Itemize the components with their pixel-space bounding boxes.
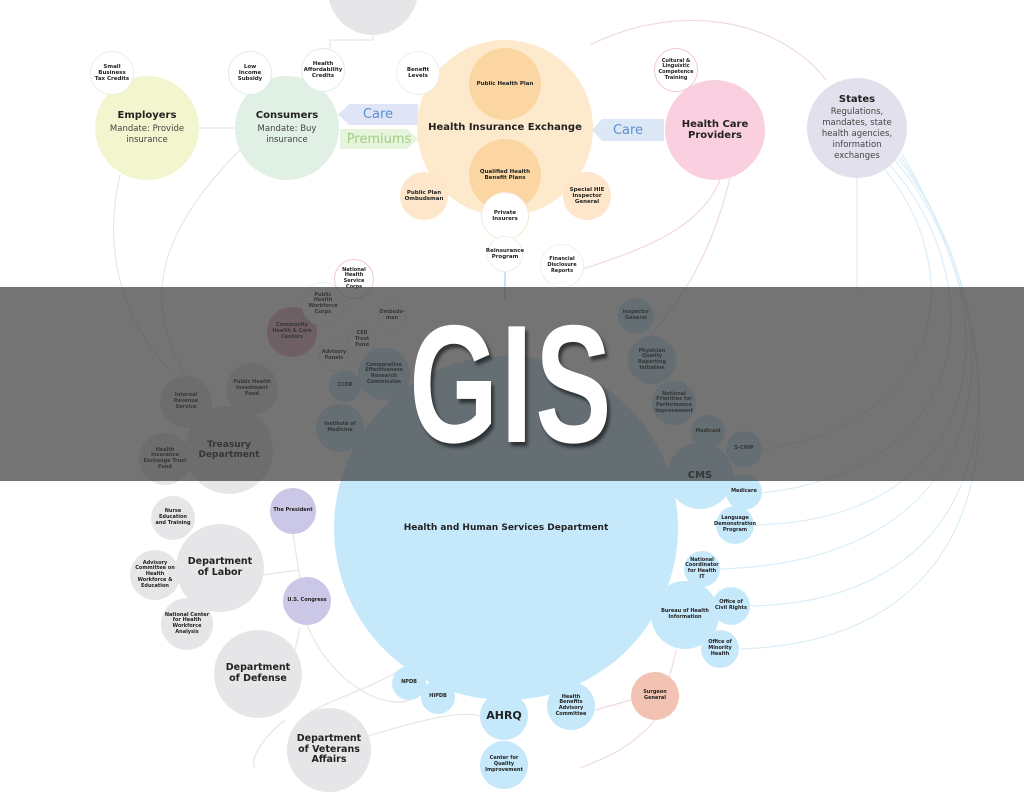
node-label: Nurse Education and Training <box>155 508 191 526</box>
node-label: Department of Veterans Affairs <box>296 732 362 766</box>
premiums-label: Premiums <box>346 131 412 147</box>
node-the-president: The President <box>270 488 316 534</box>
node-label: Office of Minority Health <box>708 639 732 657</box>
node-label: Center for Quality Improvement <box>485 755 523 773</box>
node-sublabel: Mandate: Buy insurance <box>257 123 317 145</box>
node-nurse-education-training: Nurse Education and Training <box>151 496 195 540</box>
node-office-of-civil-rights: Office of Civil Rights <box>712 587 750 625</box>
node-public-plan-ombudsman: Public Plan Ombudsman <box>400 172 448 220</box>
node-label: Health Insurance Exchange <box>428 122 582 134</box>
node-label: National Center for Health Workforce Ana… <box>164 611 210 635</box>
node-label: National Coordinator for Health IT <box>685 556 719 580</box>
slide-title: GIS <box>0 287 1024 481</box>
node-ahrq: AHRQ <box>480 692 528 740</box>
node-label: Special HIE Inspector General <box>569 186 605 206</box>
node-language-demonstration-program: Language Demonstration Program <box>713 506 757 544</box>
node-center-for-quality-improvement: Center for Quality Improvement <box>480 741 528 789</box>
node-public-health-plan: Public Health Plan <box>469 48 541 120</box>
slide-title-text: GIS <box>409 290 615 478</box>
node-us-congress: U.S. Congress <box>283 577 331 625</box>
premiums-arrow: Premiums <box>340 129 418 149</box>
node-label: Health and Human Services Department <box>403 522 609 533</box>
node-health-benefits-advisory-committee: Health Benefits Advisory Committee <box>547 682 595 730</box>
node-label: The President <box>273 507 313 514</box>
node-sublabel: Mandate: Provide insurance <box>109 123 185 145</box>
node-private-insurers: Private Insurers <box>481 192 529 240</box>
node-financial-disclosure-reports: Financial Disclosure Reports <box>540 244 584 288</box>
node-label: Bureau of Health Information <box>661 608 709 620</box>
node-label: Health Affordability Credits <box>303 60 343 80</box>
node-department-of-defense: Department of Defense <box>214 630 302 718</box>
node-health-affordability-credits: Health Affordability Credits <box>301 48 345 92</box>
node-label: HIPDB <box>429 693 447 700</box>
node-label: Medicare <box>731 488 757 495</box>
connector <box>253 719 286 768</box>
node-label: National Health Service Corps <box>342 266 366 290</box>
node-benefit-levels: Benefit Levels <box>396 51 440 95</box>
node-label: Private Insurers <box>492 209 518 222</box>
node-national-coordinator-health-it: National Coordinator for Health IT <box>684 551 720 587</box>
node-label: Public Plan Ombudsman <box>404 189 444 202</box>
care-arrow-left: Care <box>338 104 418 125</box>
node-label: Qualified Health Benefit Plans <box>479 168 531 181</box>
node-label: Consumers <box>255 110 319 122</box>
connector <box>354 713 481 741</box>
connector <box>329 35 374 50</box>
node-advisory-committee-health-workforce: Advisory Committee on Health Workforce &… <box>130 550 180 600</box>
node-small-business-tax-credits: Small Business Tax Credits <box>90 51 134 95</box>
node-label: NPDB <box>401 679 417 686</box>
node-label: Employers <box>117 110 177 122</box>
node-label: Advisory Committee on Health Workforce &… <box>135 559 175 589</box>
node-label: Department of Defense <box>225 662 291 684</box>
node-label: U.S. Congress <box>287 597 327 604</box>
node-office-of-minority-health: Office of Minority Health <box>701 630 739 668</box>
node-surgeon-general: Surgeon General <box>631 672 679 720</box>
node-low-income-subsidy: Low Income Subsidy <box>228 51 272 95</box>
title-band <box>0 287 1024 481</box>
care-arrow-right: Care <box>592 119 664 141</box>
node-label: Financial Disclosure Reports <box>547 256 577 274</box>
node-reinsurance-program: Reinsurance Program <box>485 236 525 272</box>
node-label: Surgeon General <box>643 689 667 701</box>
connector <box>589 19 827 81</box>
node-npdb: NPDB <box>392 666 426 700</box>
node-department-of-veterans-affairs: Department of Veterans Affairs <box>287 708 371 792</box>
node-label: Language Demonstration Program <box>713 515 757 533</box>
connector <box>579 179 721 271</box>
node-label: Department of Labor <box>187 556 253 578</box>
node-special-hie-inspector-general: Special HIE Inspector General <box>563 172 611 220</box>
node-label: Benefit Levels <box>406 66 430 79</box>
node-health-care-providers: Health Care Providers <box>665 80 765 180</box>
node-label: Reinsurance Program <box>485 247 525 260</box>
node-hipdb: HIPDB <box>421 680 455 714</box>
connector <box>594 699 632 711</box>
node-label: AHRQ <box>486 708 522 722</box>
node-label: Health Benefits Advisory Committee <box>555 693 587 717</box>
connector <box>292 533 411 703</box>
care-label: Care <box>612 122 644 138</box>
node-cultural-linguistic-training: Cultural & Linguistic Competence Trainin… <box>654 48 698 92</box>
node-sublabel: Regulations, mandates, state health agen… <box>821 107 893 162</box>
node-label: Public Health Plan <box>476 80 534 87</box>
node-department-of-labor: Department of Labor <box>176 524 264 612</box>
care-label: Care <box>362 107 394 122</box>
node-label: Cultural & Linguistic Competence Trainin… <box>658 57 694 81</box>
node-label: Health Care Providers <box>681 118 749 142</box>
node-label: Low Income Subsidy <box>237 63 263 83</box>
node-label: Small Business Tax Credits <box>94 63 130 83</box>
node-label: States <box>838 93 876 105</box>
node-label: Office of Civil Rights <box>715 599 747 611</box>
node-national-center-health-workforce-analysis: National Center for Health Workforce Ana… <box>161 598 213 650</box>
